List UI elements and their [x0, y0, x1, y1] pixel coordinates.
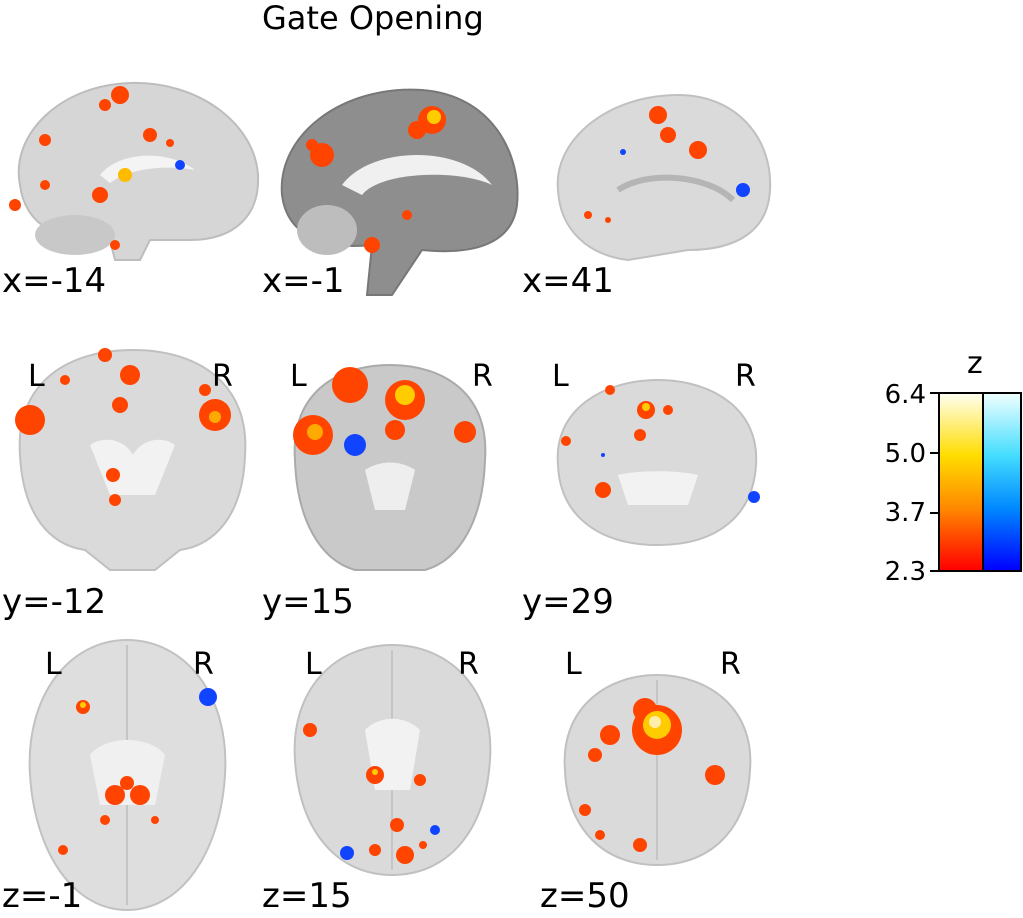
orientation-right-label: R: [720, 647, 741, 682]
orientation-right-label: R: [458, 647, 479, 682]
orientation-left-label: L: [45, 647, 62, 682]
colorbar-tick-label: 2.3: [884, 557, 926, 587]
coronal-brain-image: [15, 348, 247, 571]
brain-slice-axial-1: [15, 635, 240, 915]
sagittal-brain-image: [556, 93, 772, 262]
slice-coordinate: y=15: [262, 582, 354, 622]
colorbar-tick-label: 3.7: [884, 498, 926, 528]
brain-slice-coronal-3: [548, 375, 766, 550]
figure-title: Gate Opening: [262, 0, 484, 37]
orientation-right-label: R: [735, 359, 756, 394]
colorbar-tick-label: 6.4: [884, 380, 926, 410]
brain-slice-coronal-1: [5, 345, 260, 575]
slice-coordinate: y=29: [522, 582, 614, 622]
brain-slice-sagittal-1: [0, 75, 265, 265]
orientation-right-label: R: [472, 359, 493, 394]
orientation-right-label: R: [212, 359, 233, 394]
slice-coordinate: y=-12: [2, 582, 107, 622]
colorbar-label: z: [967, 346, 983, 381]
slice-coordinate: z=15: [262, 876, 352, 916]
slice-coordinate: z=-1: [2, 876, 83, 916]
slice-coordinate: x=-14: [2, 261, 107, 301]
colorbar-negative: [982, 392, 1022, 572]
orientation-right-label: R: [193, 647, 214, 682]
brain-slice-sagittal-2: [272, 85, 522, 300]
colorbar-tick-mark: [930, 392, 938, 394]
sagittal-brain-image: [280, 88, 519, 296]
slice-coordinate: x=41: [522, 261, 614, 301]
coronal-brain-image: [293, 363, 487, 571]
brain-slice-axial-2: [285, 640, 500, 880]
slice-coordinate: z=50: [540, 876, 630, 916]
colorbar-tick-mark: [930, 570, 938, 572]
axial-brain-image: [28, 638, 227, 912]
orientation-left-label: L: [565, 647, 582, 682]
colorbar-tick-mark: [930, 452, 938, 454]
axial-brain-image: [293, 643, 492, 877]
axial-brain-image: [563, 673, 752, 867]
brain-slice-coronal-2: [285, 360, 495, 575]
orientation-left-label: L: [28, 359, 45, 394]
orientation-left-label: L: [305, 647, 322, 682]
brain-slice-axial-3: [555, 670, 760, 870]
orientation-left-label: L: [290, 359, 307, 394]
coronal-brain-image: [556, 378, 760, 547]
colorbar-positive: [938, 392, 984, 572]
orientation-left-label: L: [552, 359, 569, 394]
brain-slice-sagittal-3: [548, 90, 778, 270]
sagittal-brain-image: [9, 81, 260, 261]
colorbar-tick-mark: [930, 512, 938, 514]
colorbar-tick-label: 5.0: [884, 439, 926, 469]
slice-coordinate: x=-1: [262, 261, 345, 301]
